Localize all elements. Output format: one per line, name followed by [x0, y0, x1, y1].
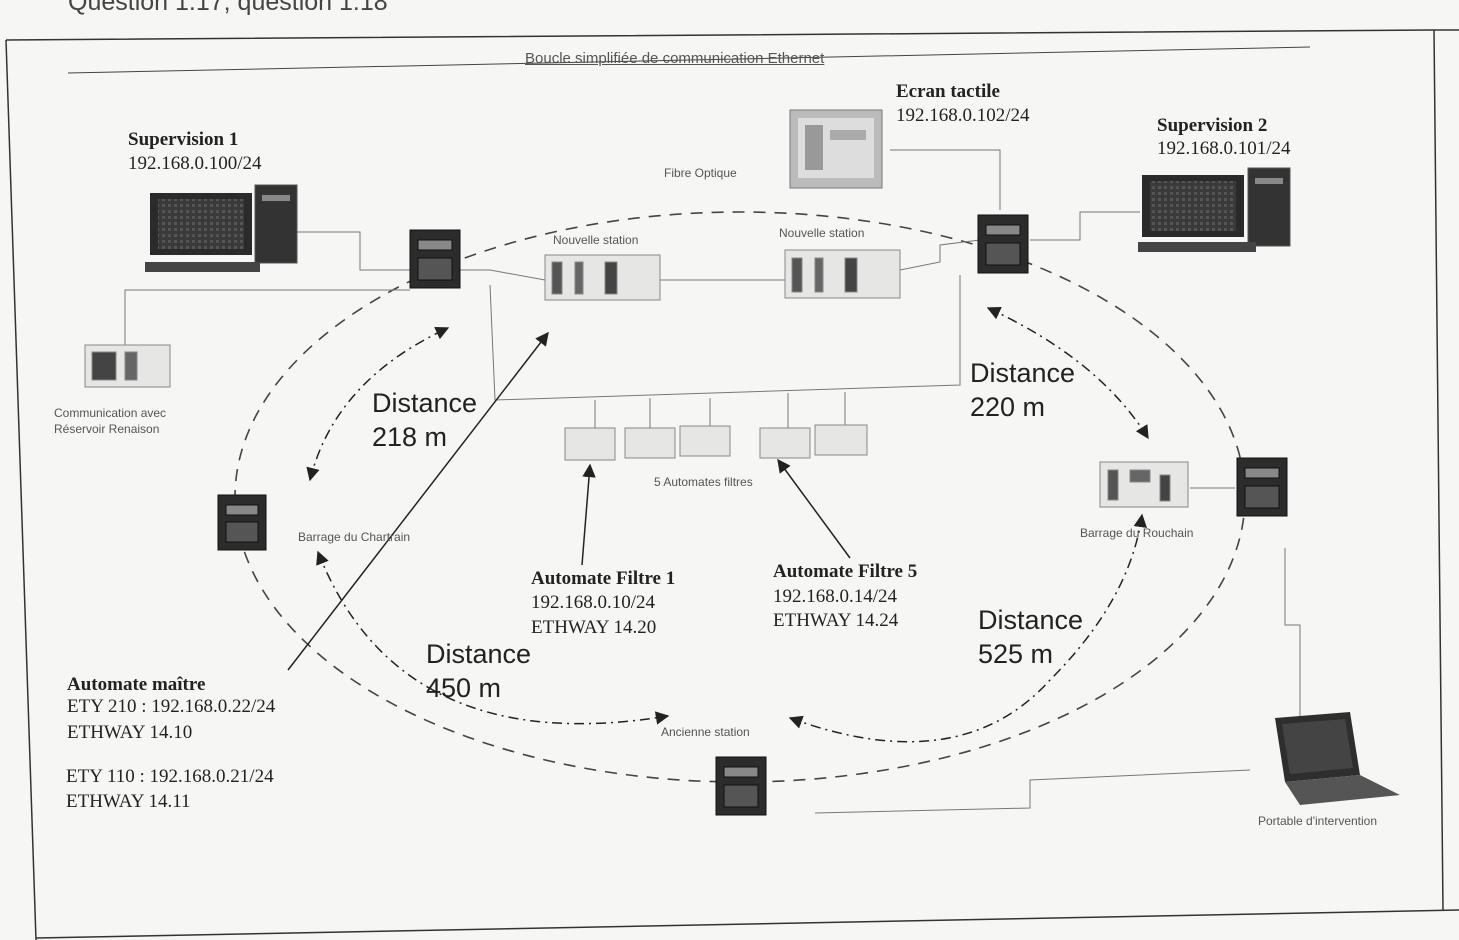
- distance-220-label: Distance: [970, 358, 1076, 388]
- question-header: Question 1.17; question 1.18: [68, 0, 388, 16]
- laptop-device: [1275, 712, 1400, 805]
- page-border-bottom: [35, 909, 1459, 939]
- page-border-right: [1433, 29, 1444, 911]
- plc-renaison: [84, 344, 171, 388]
- switch-left: [217, 494, 267, 551]
- comm-label-line2: Réservoir Renaison: [54, 422, 160, 436]
- maitre-ety110: ETY 110 : 192.168.0.21/24: [66, 766, 274, 787]
- nouvelle-station-1-label: Nouvelle station: [553, 233, 639, 247]
- maitre-ethway1: ETHWAY 14.10: [67, 722, 193, 743]
- arrow-525: [788, 513, 1147, 743]
- diagram-title: Boucle simplifiée de communication Ether…: [525, 50, 825, 67]
- plc-nouvelle1: [544, 254, 661, 301]
- maitre-ethway2: ETHWAY 14.11: [66, 791, 191, 812]
- filtre5-ip: 192.168.0.14/24: [773, 586, 898, 607]
- distance-218-label: Distance: [372, 388, 478, 418]
- plc-racks: [84, 249, 1189, 508]
- comm-label-line1: Communication avec: [54, 406, 167, 420]
- plc-nouvelle2: [784, 249, 901, 299]
- distance-arrows: [306, 306, 1149, 743]
- ancienne-station-label: Ancienne station: [661, 725, 750, 739]
- plc-filtres-group2: [759, 424, 868, 459]
- touchscreen-device: [789, 109, 883, 189]
- plc-filtres-group1: [564, 425, 731, 461]
- plc-rouchain: [1099, 461, 1189, 508]
- switch-right: [1236, 457, 1288, 517]
- ecran-ip: 192.168.0.102/24: [896, 105, 1030, 126]
- nouvelle-station-2-label: Nouvelle station: [779, 226, 865, 240]
- maitre-label: Automate maître: [67, 674, 206, 695]
- filtre5-label: Automate Filtre 5: [773, 561, 918, 582]
- distance-525-value: 525 m: [978, 639, 1054, 669]
- arrow-450: [316, 550, 670, 725]
- automates-filtres-label: 5 Automates filtres: [654, 475, 753, 489]
- pointer-arrows: [287, 331, 851, 671]
- page-border-left: [5, 39, 37, 940]
- barrage-rouchain-label: Barrage du Rouchain: [1080, 526, 1194, 540]
- supervision2-ip: 192.168.0.101/24: [1157, 138, 1291, 159]
- supervision2-label: Supervision 2: [1157, 115, 1268, 136]
- connection-lines: [124, 149, 1301, 814]
- arrow-220: [986, 306, 1149, 440]
- ethernet-ring: [234, 211, 1246, 783]
- supervision1-ip: 192.168.0.100/24: [128, 153, 262, 174]
- filtre1-ethway: ETHWAY 14.20: [531, 617, 657, 638]
- switch-top-left: [409, 229, 461, 289]
- ecran-label: Ecran tactile: [896, 81, 1000, 102]
- title-rule: [67, 46, 1311, 74]
- filtre1-label: Automate Filtre 1: [531, 568, 676, 589]
- supervision1-label: Supervision 1: [128, 129, 239, 150]
- pc-supervision2: [1138, 167, 1291, 252]
- maitre-ety210: ETY 210 : 192.168.0.22/24: [67, 696, 276, 717]
- distance-220-value: 220 m: [970, 392, 1046, 422]
- distance-218-value: 218 m: [372, 422, 448, 452]
- page-border: [5, 29, 1459, 41]
- barrage-chartrain-label: Barrage du Chartrain: [298, 530, 411, 544]
- filtre1-ip: 192.168.0.10/24: [531, 592, 656, 613]
- switch-top-right: [977, 214, 1029, 274]
- distance-525-label: Distance: [978, 605, 1084, 635]
- distance-450-label: Distance: [426, 639, 532, 669]
- portable-label: Portable d'intervention: [1258, 814, 1378, 828]
- switch-devices: [217, 214, 1288, 816]
- arrow-218: [306, 326, 450, 482]
- pc-supervision1: [145, 184, 298, 272]
- filtre5-ethway: ETHWAY 14.24: [773, 610, 899, 631]
- fibre-label: Fibre Optique: [664, 166, 737, 180]
- switch-bottom: [715, 756, 767, 816]
- distance-450-value: 450 m: [426, 673, 502, 703]
